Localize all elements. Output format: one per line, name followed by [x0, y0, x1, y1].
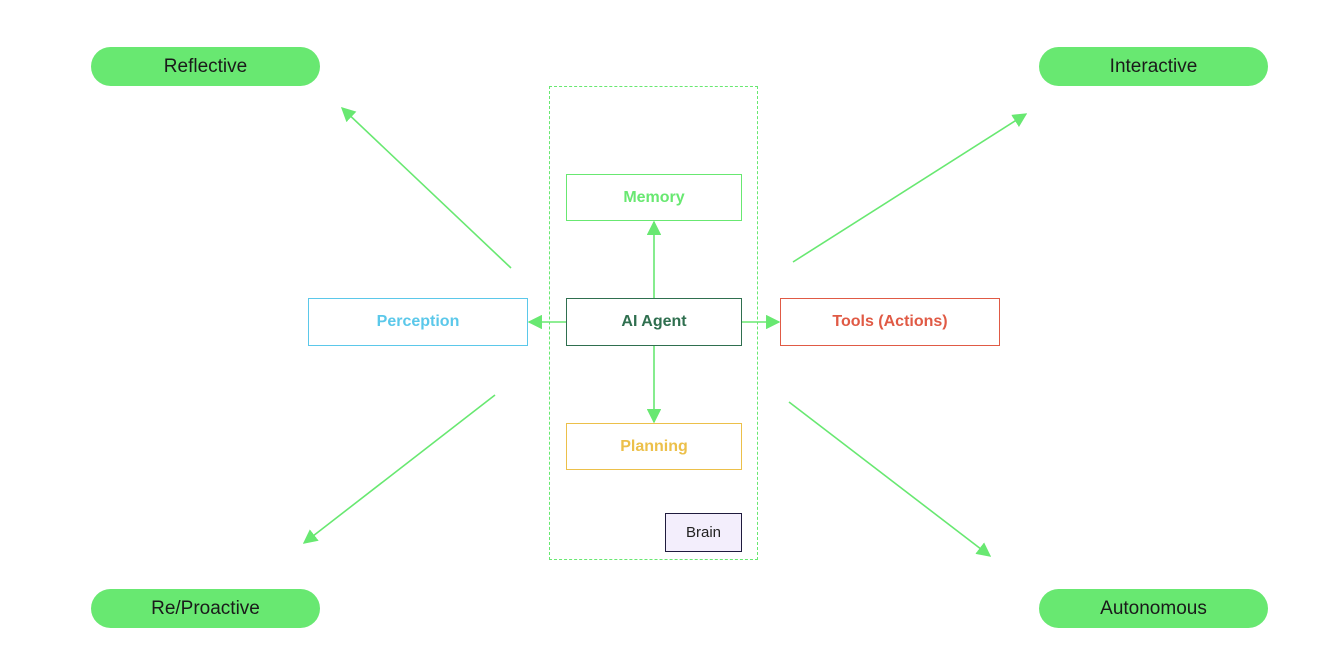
brain-label: Brain	[665, 513, 742, 552]
memory-node: Memory	[566, 174, 742, 221]
quality-interactive: Interactive	[1039, 47, 1268, 86]
quality-reflective: Reflective	[91, 47, 320, 86]
brain-region	[549, 86, 758, 560]
perception-node: Perception	[308, 298, 528, 346]
quality-proactive: Re/Proactive	[91, 589, 320, 628]
arrow-to-interactive	[792, 113, 1028, 263]
arrow-to-proactive	[302, 394, 496, 544]
arrow-to-reflective	[340, 107, 512, 269]
tools-node: Tools (Actions)	[780, 298, 1000, 346]
planning-node: Planning	[566, 423, 742, 470]
quality-autonomous: Autonomous	[1039, 589, 1268, 628]
ai-agent-node: AI Agent	[566, 298, 742, 346]
arrow-to-autonomous	[788, 401, 992, 557]
